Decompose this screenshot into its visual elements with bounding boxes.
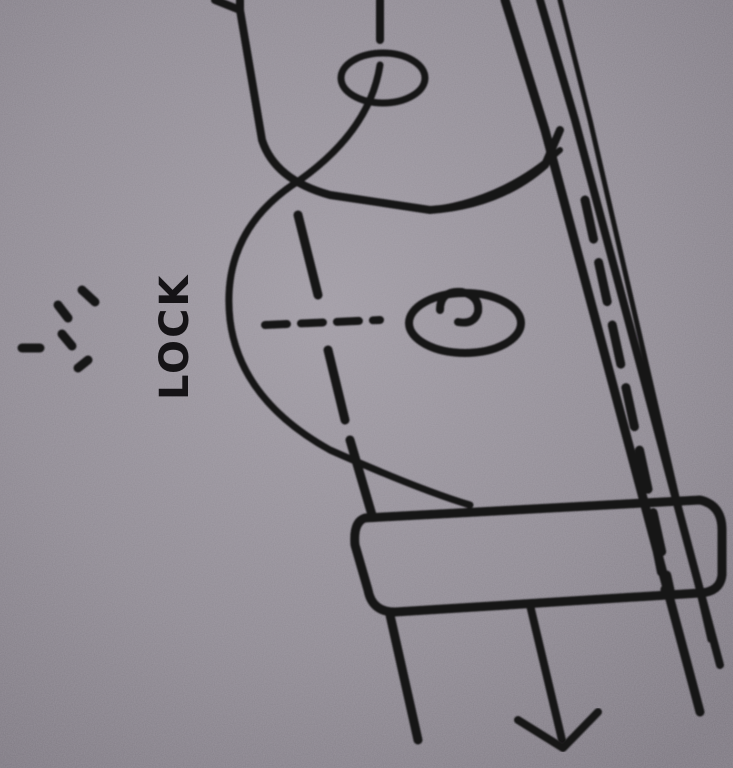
lock-label: LOCK [152,274,198,400]
